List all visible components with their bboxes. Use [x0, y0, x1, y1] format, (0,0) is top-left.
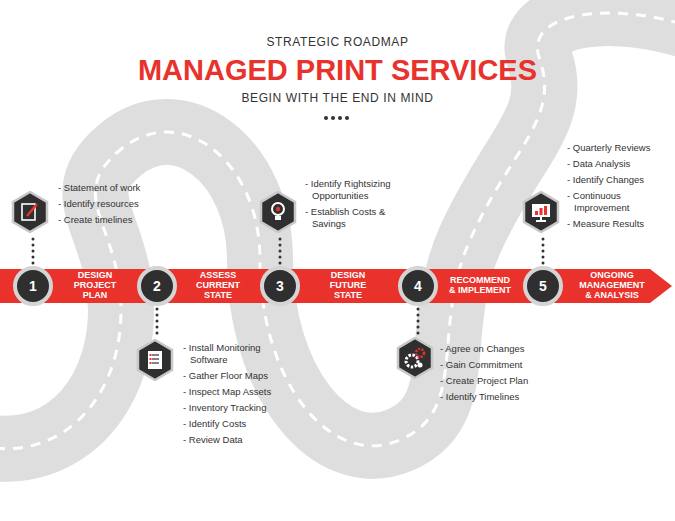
task-item: - Identify resources [58, 198, 158, 210]
task-item: - Gather Floor Maps [183, 370, 283, 382]
task-item: - Create Project Plan [440, 375, 530, 387]
task-item: - Continuous Improvement [567, 190, 662, 214]
task-item: - Review Data [183, 434, 283, 446]
text-group: 2 [153, 279, 161, 293]
task-item: - Statement of work [58, 182, 158, 194]
dotted-connector [32, 235, 35, 263]
hexagon-icon [258, 191, 298, 233]
step-number-circle: 5 [523, 266, 563, 306]
text-group: DESIGN PROJECT PLAN [68, 271, 122, 301]
text-group: - Identify Rightsizing Opportunities - Es… [305, 178, 400, 234]
task-item: - Create timelines [58, 214, 158, 226]
stage-label: RECOMMEND & IMPLEMENT [449, 276, 511, 296]
task-item: - Identify Timelines [440, 391, 530, 403]
stage-text: RECOMMEND & IMPLEMENT [449, 276, 511, 296]
text-group: - Quarterly Reviews - Data Analysis - Iden… [567, 142, 662, 234]
task-item: - Install Monitoring Software [183, 342, 283, 366]
stage-text: ONGOING MANAGEMENT & ANALYSIS [576, 271, 648, 301]
task-item: - Identify Changes [567, 174, 662, 186]
text-group: RECOMMEND & IMPLEMENT [449, 276, 511, 296]
page-title: MANAGED PRINT SERVICES [0, 56, 675, 85]
step-number: 4 [414, 279, 422, 293]
step-number: 5 [539, 279, 547, 293]
step-number: 2 [153, 279, 161, 293]
task-item: - Measure Results [567, 218, 662, 230]
text-group: - Statement of work - Identify resources -… [58, 182, 158, 230]
stage-text: ASSESS CURRENT STATE [191, 271, 245, 301]
task-item: - Identify Costs [183, 418, 283, 430]
step-number-circle: 3 [260, 266, 300, 306]
step-number: 1 [29, 279, 37, 293]
road [0, 13, 675, 449]
stage-label: ASSESS CURRENT STATE [191, 271, 245, 301]
task-list: - Install Monitoring Software - Gather Fl… [135, 339, 283, 446]
hexagon-icon [521, 191, 561, 233]
task-list: - Agree on Changes - Gain Commitment - Cre… [395, 337, 530, 403]
dotted-connector [417, 309, 420, 335]
text-group: - Agree on Changes - Gain Commitment - Cre… [440, 343, 530, 407]
road-centerline [0, 13, 675, 449]
kicker-label: STRATEGIC ROADMAP [0, 35, 675, 49]
task-item: - Identify Rightsizing Opportunities [305, 178, 400, 202]
text-group: ONGOING MANAGEMENT & ANALYSIS [576, 271, 648, 301]
text-group: ASSESS CURRENT STATE [191, 271, 245, 301]
text-group: 4 [414, 279, 422, 293]
task-item: - Inventory Tracking [183, 402, 283, 414]
stage-label: DESIGN FUTURE STATE [321, 271, 375, 301]
text-group: 5 [539, 279, 547, 293]
task-item: - Gain Commitment [440, 359, 530, 371]
stage-label: DESIGN PROJECT PLAN [68, 271, 122, 301]
stage-text: DESIGN FUTURE STATE [321, 271, 375, 301]
dotted-connector [156, 309, 159, 337]
step-number-circle: 2 [137, 266, 177, 306]
title-dots [324, 116, 349, 120]
hexagon-icon [135, 339, 175, 381]
task-list: - Quarterly Reviews - Data Analysis - Iden… [521, 142, 662, 233]
hexagon-icon [10, 191, 50, 233]
timeline-arrow [0, 269, 672, 303]
subtitle-label: BEGIN WITH THE END IN MIND [0, 91, 675, 105]
stage-text: DESIGN PROJECT PLAN [68, 271, 122, 301]
hexagon-icon [395, 337, 435, 379]
step-number-circle: 1 [13, 266, 53, 306]
text-group: - Install Monitoring Software - Gather Fl… [183, 342, 283, 450]
text-group: DESIGN FUTURE STATE [321, 271, 375, 301]
text-group: 1 [29, 279, 37, 293]
task-item: - Data Analysis [567, 158, 662, 170]
stage-label: ONGOING MANAGEMENT & ANALYSIS [576, 271, 648, 301]
task-list: - Statement of work - Identify resources -… [10, 182, 158, 233]
step-number: 3 [276, 279, 284, 293]
step-number-circle: 4 [398, 266, 438, 306]
text-group: 3 [276, 279, 284, 293]
task-item: - Establish Costs & Savings [305, 206, 400, 230]
task-item: - Inspect Map Assets [183, 386, 283, 398]
dotted-connector [542, 235, 545, 263]
task-item: - Quarterly Reviews [567, 142, 662, 154]
task-item: - Agree on Changes [440, 343, 530, 355]
dotted-connector [279, 235, 282, 263]
task-list: - Identify Rightsizing Opportunities - Es… [258, 178, 400, 233]
